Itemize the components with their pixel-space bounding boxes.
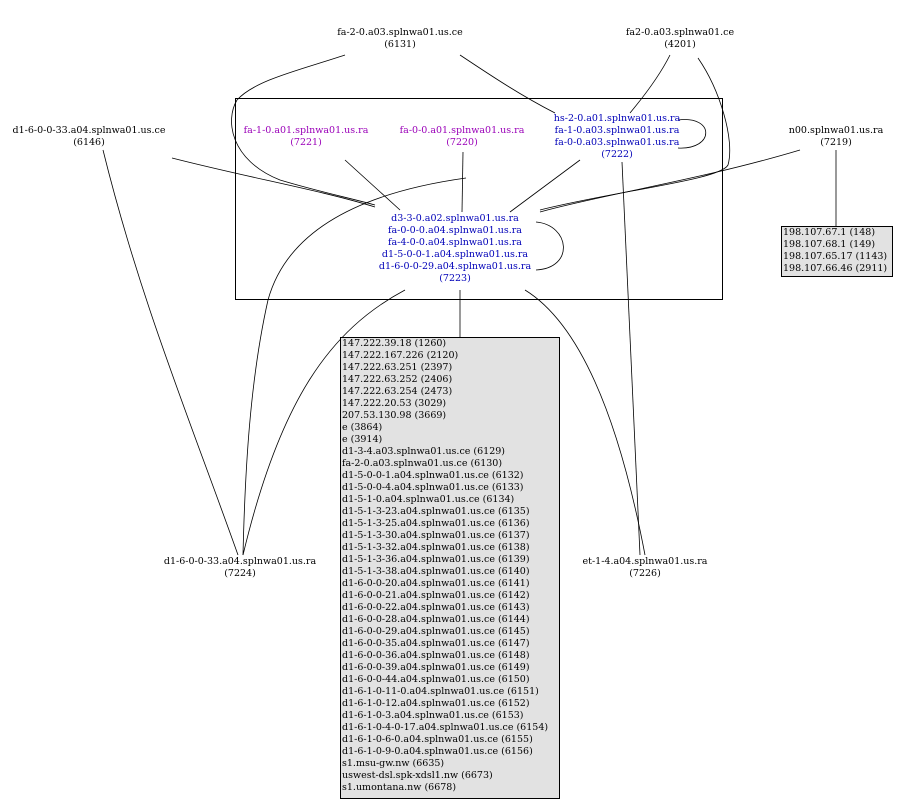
list-item: 147.222.20.53 (3029) bbox=[342, 398, 447, 409]
edge-n00-to-group-7223 bbox=[539, 149, 801, 213]
node-d1-6-0-0-33-a04-ra[interactable]: d1-6-0-0-33.a04.splnwa01.us.ra (7224) bbox=[155, 556, 325, 580]
list-item: d1-6-1-0-4-0-17.a04.splnwa01.us.ce (6154… bbox=[342, 722, 549, 733]
list-item: d1-6-1-0-9-0.a04.splnwa01.us.ce (6156) bbox=[342, 746, 533, 757]
list-item: uswest-dsl.spk-xdsl1.nw (6673) bbox=[342, 770, 493, 781]
node-line: fa-0-0.a03.splnwa01.us.ra bbox=[554, 137, 680, 148]
node-id: (7221) bbox=[290, 137, 322, 148]
node-fa-0-0-a01[interactable]: fa-0-0.a01.splnwa01.us.ra (7220) bbox=[392, 125, 532, 149]
list-item: d1-6-0-0-22.a04.splnwa01.us.ce (6143) bbox=[342, 602, 530, 613]
edge-fa-2-0-a03-to-group-7222 bbox=[459, 54, 556, 114]
list-item: d1-6-0-0-36.a04.splnwa01.us.ce (6148) bbox=[342, 650, 530, 661]
node-n00[interactable]: n00.splnwa01.us.ra (7219) bbox=[766, 125, 904, 149]
list-item: s1.msu-gw.nw (6635) bbox=[342, 758, 445, 769]
node-id: (7219) bbox=[820, 137, 852, 148]
edge-group-7222-to-group-7223 bbox=[509, 159, 581, 213]
node-group-7223[interactable]: d3-3-0.a02.splnwa01.us.ra fa-0-0-0.a04.s… bbox=[374, 213, 536, 285]
list-item: d1-6-0-0-21.a04.splnwa01.us.ce (6142) bbox=[342, 590, 530, 601]
list-item: 147.222.63.254 (2473) bbox=[342, 386, 453, 397]
list-item: 198.107.65.17 (1143) bbox=[783, 251, 888, 262]
node-name: d1-6-0-0-33.a04.splnwa01.us.ra bbox=[163, 556, 317, 567]
list-item: d1-6-0-0-20.a04.splnwa01.us.ce (6141) bbox=[342, 578, 530, 589]
node-id: (4201) bbox=[664, 39, 696, 50]
list-item: d1-3-4.a03.splnwa01.us.ce (6129) bbox=[342, 446, 506, 457]
node-fa-1-0-a01[interactable]: fa-1-0.a01.splnwa01.us.ra (7221) bbox=[236, 125, 376, 149]
node-line: fa-0-0-0.a04.splnwa01.us.ra bbox=[388, 225, 522, 236]
node-name: fa-1-0.a01.splnwa01.us.ra bbox=[243, 125, 369, 136]
list-item: d1-6-0-0-39.a04.splnwa01.us.ce (6149) bbox=[342, 662, 530, 673]
node-id: (6146) bbox=[73, 137, 105, 148]
node-name: fa2-0.a03.splnwa01.ce bbox=[625, 27, 735, 38]
node-line: d1-6-0-0-29.a04.splnwa01.us.ra bbox=[378, 261, 532, 272]
edge-d1-6146-to-d1-7224 bbox=[102, 149, 239, 556]
edge-cluster-to-d1-7224 bbox=[242, 177, 467, 556]
list-item: d1-6-1-0-11-0.a04.splnwa01.us.ce (6151) bbox=[342, 686, 539, 697]
edge-group-7223-to-d1-7224 bbox=[242, 289, 406, 556]
node-line: hs-2-0.a01.splnwa01.us.ra bbox=[553, 113, 681, 124]
node-line: d3-3-0.a02.splnwa01.us.ra bbox=[391, 213, 519, 224]
list-item: d1-5-0-0-1.a04.splnwa01.us.ce (6132) bbox=[342, 470, 524, 481]
list-item: 207.53.130.98 (3669) bbox=[342, 410, 447, 421]
node-fa2-0-a03-ce[interactable]: fa2-0.a03.splnwa01.ce (4201) bbox=[600, 27, 760, 51]
list-item: d1-5-1-3-32.a04.splnwa01.us.ce (6138) bbox=[342, 542, 530, 553]
node-line: fa-4-0-0.a04.splnwa01.us.ra bbox=[388, 237, 522, 248]
node-name: n00.splnwa01.us.ra bbox=[788, 125, 884, 136]
node-d1-6-0-0-33-a04-ce[interactable]: d1-6-0-0-33.a04.splnwa01.us.ce (6146) bbox=[0, 125, 178, 149]
edge-group-7223-self-loop bbox=[535, 221, 564, 271]
list-item: d1-6-0-0-35.a04.splnwa01.us.ce (6147) bbox=[342, 638, 530, 649]
list-item: d1-6-1-0-6-0.a04.splnwa01.us.ce (6155) bbox=[342, 734, 533, 745]
edge-group-7223-to-et-1-4 bbox=[524, 289, 646, 556]
list-item: d1-6-1-0-12.a04.splnwa01.us.ce (6152) bbox=[342, 698, 530, 709]
edge-fa2-0-a03-to-group-7223 bbox=[539, 57, 731, 211]
node-name: d1-6-0-0-33.a04.splnwa01.us.ce bbox=[12, 125, 166, 136]
list-item: 147.222.63.251 (2397) bbox=[342, 362, 453, 373]
node-fa-2-0-a03-ce[interactable]: fa-2-0.a03.splnwa01.us.ce (6131) bbox=[320, 27, 480, 51]
list-item: e (3914) bbox=[342, 434, 383, 445]
list-item: d1-6-0-0-44.a04.splnwa01.us.ce (6150) bbox=[342, 674, 530, 685]
edge-fa-2-0-a03-to-cluster-left bbox=[231, 54, 376, 206]
edge-fa-0-0-a01-to-group-7223 bbox=[461, 151, 464, 213]
list-item: d1-6-0-0-29.a04.splnwa01.us.ce (6145) bbox=[342, 626, 530, 637]
list-item: d1-5-1-3-30.a04.splnwa01.us.ce (6137) bbox=[342, 530, 530, 541]
node-name: et-1-4.a04.splnwa01.us.ra bbox=[582, 556, 708, 567]
list-item: 198.107.67.1 (148) bbox=[783, 227, 876, 238]
list-item: 198.107.68.1 (149) bbox=[783, 239, 876, 250]
node-id: (6131) bbox=[384, 39, 416, 50]
node-id: (7222) bbox=[601, 149, 633, 160]
list-item: d1-5-1-0.a04.splnwa01.us.ce (6134) bbox=[342, 494, 515, 505]
list-item: d1-6-0-0-28.a04.splnwa01.us.ce (6144) bbox=[342, 614, 530, 625]
list-item: d1-5-1-3-36.a04.splnwa01.us.ce (6139) bbox=[342, 554, 530, 565]
node-group-7222[interactable]: hs-2-0.a01.splnwa01.us.ra fa-1-0.a03.spl… bbox=[547, 113, 687, 161]
member-list: 147.222.39.18 (1260) 147.222.167.226 (21… bbox=[340, 337, 560, 799]
list-item: s1.umontana.nw (6678) bbox=[342, 782, 457, 793]
list-item: fa-2-0.a03.splnwa01.us.ce (6130) bbox=[342, 458, 503, 469]
list-item: d1-6-1-0-3.a04.splnwa01.us.ce (6153) bbox=[342, 710, 524, 721]
edge-fa2-0-a03-to-group-7222 bbox=[629, 54, 671, 114]
list-item: d1-5-1-3-38.a04.splnwa01.us.ce (6140) bbox=[342, 566, 530, 577]
node-id: (7220) bbox=[446, 137, 478, 148]
node-line: fa-1-0.a03.splnwa01.us.ra bbox=[554, 125, 680, 136]
node-id: (7223) bbox=[439, 273, 471, 284]
list-item: e (3864) bbox=[342, 422, 383, 433]
list-item: 147.222.63.252 (2406) bbox=[342, 374, 453, 385]
node-id: (7224) bbox=[224, 568, 256, 579]
node-et-1-4-a04[interactable]: et-1-4.a04.splnwa01.us.ra (7226) bbox=[575, 556, 715, 580]
list-item: d1-5-1-3-23.a04.splnwa01.us.ce (6135) bbox=[342, 506, 530, 517]
edge-group-7222-self-loop bbox=[677, 119, 706, 149]
n00-address-list: 198.107.67.1 (148) 198.107.68.1 (149) 19… bbox=[781, 226, 893, 277]
edge-group-7222-to-et-1-4 bbox=[621, 161, 641, 556]
list-item: d1-5-0-0-4.a04.splnwa01.us.ce (6133) bbox=[342, 482, 524, 493]
list-item: 198.107.66.46 (2911) bbox=[783, 263, 888, 274]
edge-fa-1-0-a01-to-group-7223 bbox=[344, 159, 401, 211]
list-item: 147.222.167.226 (2120) bbox=[342, 350, 459, 361]
list-item: d1-5-1-3-25.a04.splnwa01.us.ce (6136) bbox=[342, 518, 530, 529]
cluster-box bbox=[235, 98, 723, 300]
node-id: (7226) bbox=[629, 568, 661, 579]
list-item: 147.222.39.18 (1260) bbox=[342, 338, 447, 349]
node-name: fa-0-0.a01.splnwa01.us.ra bbox=[399, 125, 525, 136]
edge-d1-6146-to-group-7223 bbox=[171, 157, 376, 208]
node-name: fa-2-0.a03.splnwa01.us.ce bbox=[337, 27, 463, 38]
node-line: d1-5-0-0-1.a04.splnwa01.us.ra bbox=[381, 249, 529, 260]
